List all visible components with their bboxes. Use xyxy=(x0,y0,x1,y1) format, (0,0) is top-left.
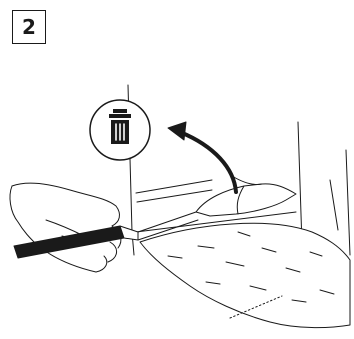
hand-holding-spatula xyxy=(10,183,138,272)
trash-bin-icon xyxy=(90,100,150,160)
